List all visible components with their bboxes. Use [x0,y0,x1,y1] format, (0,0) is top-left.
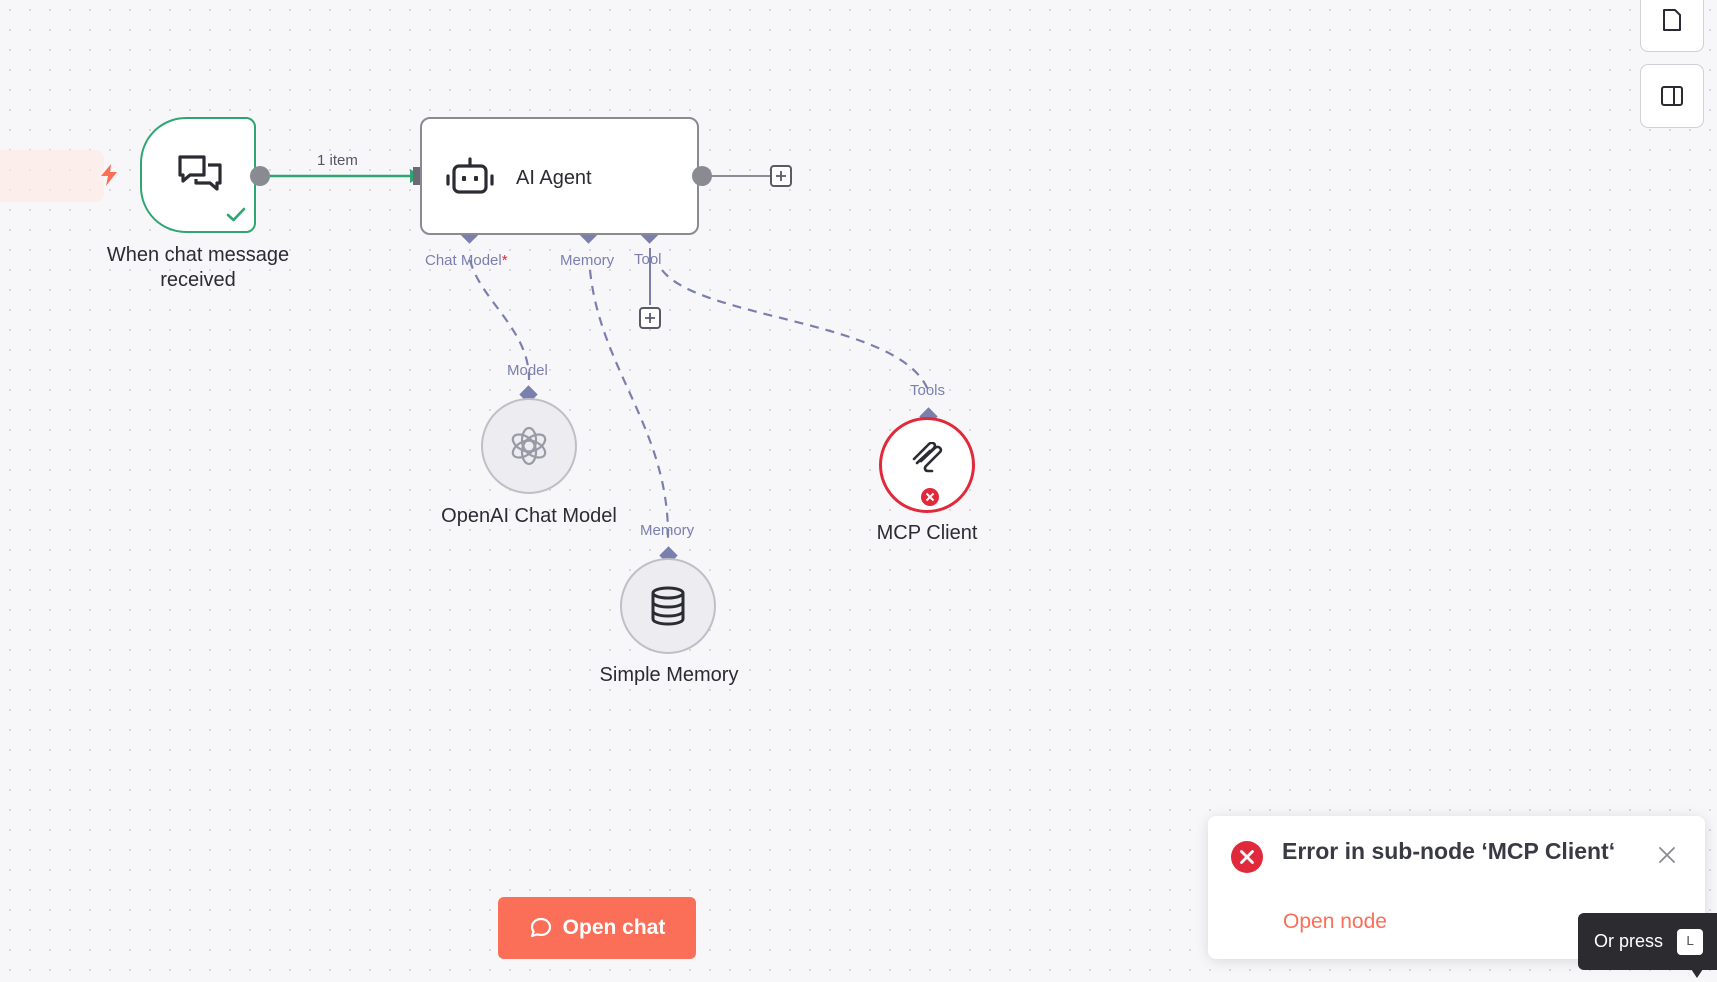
error-badge-icon [921,488,939,506]
model-output-label: Model [507,362,548,379]
items-count-label: 1 item [317,152,358,169]
chat-bubbles-icon [178,155,222,191]
shortcut-tooltip: Or press L [1578,913,1717,970]
add-node-button[interactable] [770,165,792,187]
trigger-node[interactable] [140,117,256,233]
agent-output-handle[interactable] [692,166,712,186]
tooltip-text: Or press [1594,931,1664,951]
panel-toggle-icon [1661,86,1683,106]
tools-output-label: Tools [910,382,945,399]
open-chat-button[interactable]: Open chat [498,897,696,959]
shortcut-key: L [1677,928,1704,955]
model-connection[interactable] [468,259,531,381]
simple-memory-node[interactable] [620,558,716,654]
sticky-note-button[interactable] [1640,0,1704,52]
required-star: * [502,252,508,269]
toast-title: Error in sub-node ‘MCP Client‘ [1282,838,1616,864]
trigger-output-handle[interactable] [250,166,270,186]
memory-input-label: Memory [560,252,615,269]
sticky-note-icon [1663,9,1681,31]
mcp-icon [912,442,943,473]
close-icon[interactable] [1658,846,1676,864]
plus-icon [645,313,655,323]
openai-chat-model-node[interactable] [481,398,577,494]
tooltip-tail [1689,966,1705,978]
openai-node-label: OpenAI Chat Model [441,505,617,527]
database-icon [651,586,685,626]
openai-icon [511,426,547,466]
agent-title: AI Agent [516,167,592,189]
lightning-icon [101,164,117,186]
trigger-node-label: When chat message received [106,244,290,291]
memory-node-label: Simple Memory [599,664,739,686]
add-tool-button[interactable] [639,307,661,329]
open-node-link[interactable]: Open node [1283,910,1387,933]
error-circle-icon [1231,841,1263,873]
tool-input-label: Tool [634,251,662,268]
mcp-node-label: MCP Client [876,522,978,544]
success-check-icon [226,207,246,222]
agent-input-handle[interactable] [413,167,422,185]
panel-toggle-button[interactable] [1640,64,1704,128]
tool-connection[interactable] [661,269,930,391]
memory-connection[interactable] [588,269,670,541]
chat-model-input-label: Chat Model* [425,252,508,269]
open-chat-label: Open chat [562,916,666,939]
ai-agent-node[interactable]: AI Agent [420,117,699,235]
chat-icon [530,917,551,938]
trigger-test-pill[interactable] [0,150,104,202]
mcp-client-node[interactable] [879,417,975,513]
memory-output-label: Memory [640,522,695,539]
plus-icon [776,171,786,181]
robot-icon [446,157,494,194]
